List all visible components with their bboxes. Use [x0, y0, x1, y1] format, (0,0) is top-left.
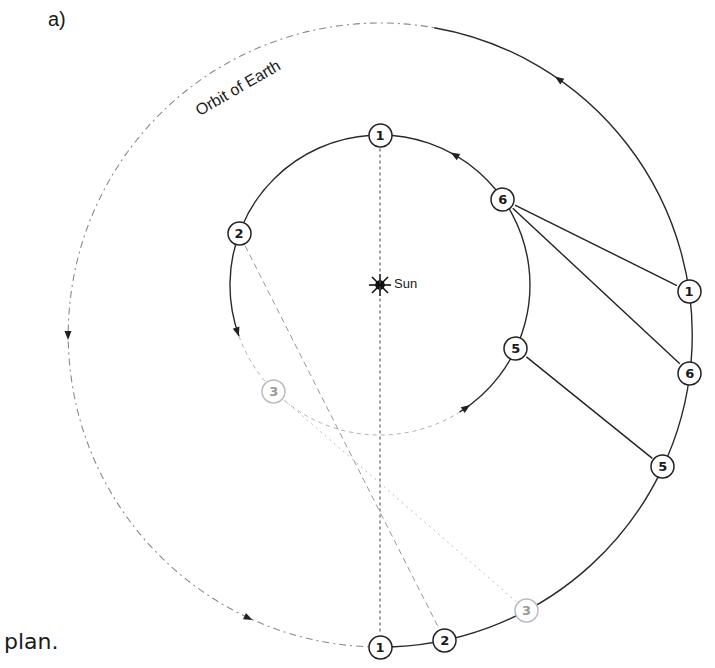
sight-line: [245, 246, 439, 628]
position-circle: [369, 124, 392, 147]
earth-position: 1: [677, 279, 702, 304]
arrowhead: [461, 402, 472, 413]
position-circle: [651, 455, 674, 478]
position-circle: [433, 629, 456, 652]
planet-position: 6: [490, 187, 515, 212]
position-number: 2: [440, 634, 449, 647]
position-circle: [678, 362, 701, 385]
sight-line: [526, 357, 652, 459]
planet-orbit-faint: [239, 336, 460, 435]
planet-position: 1: [368, 123, 393, 148]
position-number: 3: [269, 385, 278, 398]
earth-orbit-faint: [68, 23, 434, 647]
position-number: 5: [511, 342, 520, 355]
position-circle: [228, 222, 251, 245]
position-number: 6: [498, 193, 507, 206]
orbit-label: Orbit of Earth: [190, 56, 285, 121]
sight-line: [513, 208, 680, 364]
caption-fragment: plan.: [4, 630, 59, 654]
sight-line: [284, 400, 516, 602]
earth-orbit: [380, 28, 692, 647]
arrowhead: [233, 327, 242, 338]
position-number: 1: [684, 285, 693, 298]
position-number: 1: [375, 641, 384, 654]
planet-position: 5: [503, 336, 528, 361]
sun-label: Sun: [394, 277, 417, 291]
position-number: 3: [522, 604, 531, 617]
sight-line: [379, 149, 380, 634]
position-circle: [491, 188, 514, 211]
position-number: 6: [685, 367, 694, 380]
panel-letter: a): [48, 8, 66, 30]
position-number: 5: [658, 460, 667, 473]
earth-position: 1: [368, 635, 393, 660]
position-circle: [678, 280, 701, 303]
planet-position: 2: [227, 221, 252, 246]
arrowhead: [449, 150, 460, 161]
sight-line: [515, 205, 677, 286]
position-number: 2: [234, 227, 243, 240]
position-circle: [369, 636, 392, 659]
earth-position: 6: [677, 361, 702, 386]
position-circle: [515, 599, 538, 622]
arrowhead: [65, 331, 72, 340]
position-circle: [504, 337, 527, 360]
planet-position: 3: [261, 379, 286, 404]
earth-position: 2: [432, 628, 457, 653]
arrowhead: [553, 74, 564, 85]
earth-position: 3: [514, 598, 539, 623]
direction-arrows: [65, 74, 565, 623]
position-number: 1: [375, 129, 384, 142]
arrowhead: [243, 613, 254, 623]
earth-position: 5: [650, 454, 675, 479]
position-circle: [262, 380, 285, 403]
